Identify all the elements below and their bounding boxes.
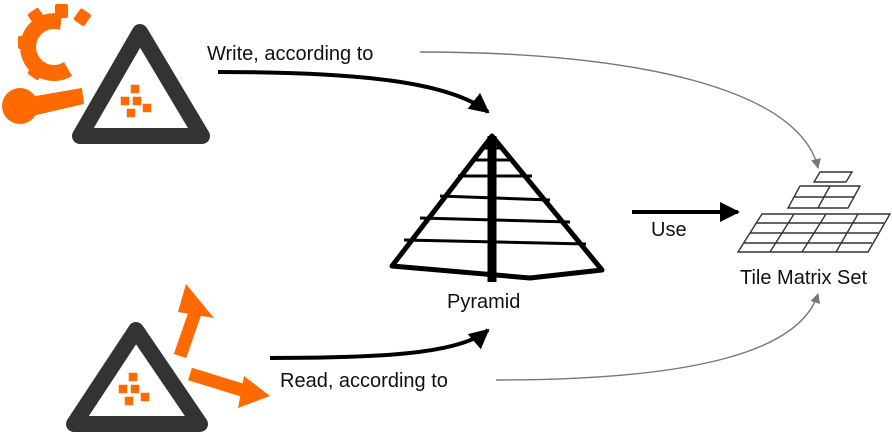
writer-tiles-icon xyxy=(119,83,153,119)
read-arrow xyxy=(269,328,490,360)
read-reference-line xyxy=(495,293,820,381)
wrench-icon xyxy=(2,88,84,124)
write-label: Write, according to xyxy=(207,43,374,65)
reader-icon xyxy=(66,284,270,432)
read-label: Read, according to xyxy=(280,370,448,392)
write-reference-line xyxy=(419,51,821,169)
pyramid-label: Pyramid xyxy=(447,291,521,313)
tile-matrix-set-label: Tile Matrix Set xyxy=(740,267,868,289)
write-arrow xyxy=(217,70,490,114)
use-label: Use xyxy=(651,219,687,241)
reader-tiles-icon xyxy=(117,371,151,407)
writer-triangle xyxy=(72,24,210,144)
reader-arrow-up-icon xyxy=(173,284,214,359)
tile-matrix-set-icon xyxy=(736,171,892,253)
pyramid-icon xyxy=(389,133,605,282)
gear-icon xyxy=(18,4,91,82)
reader-arrow-right-icon xyxy=(188,367,270,408)
writer-icon xyxy=(2,4,210,144)
reader-triangle xyxy=(66,322,208,432)
